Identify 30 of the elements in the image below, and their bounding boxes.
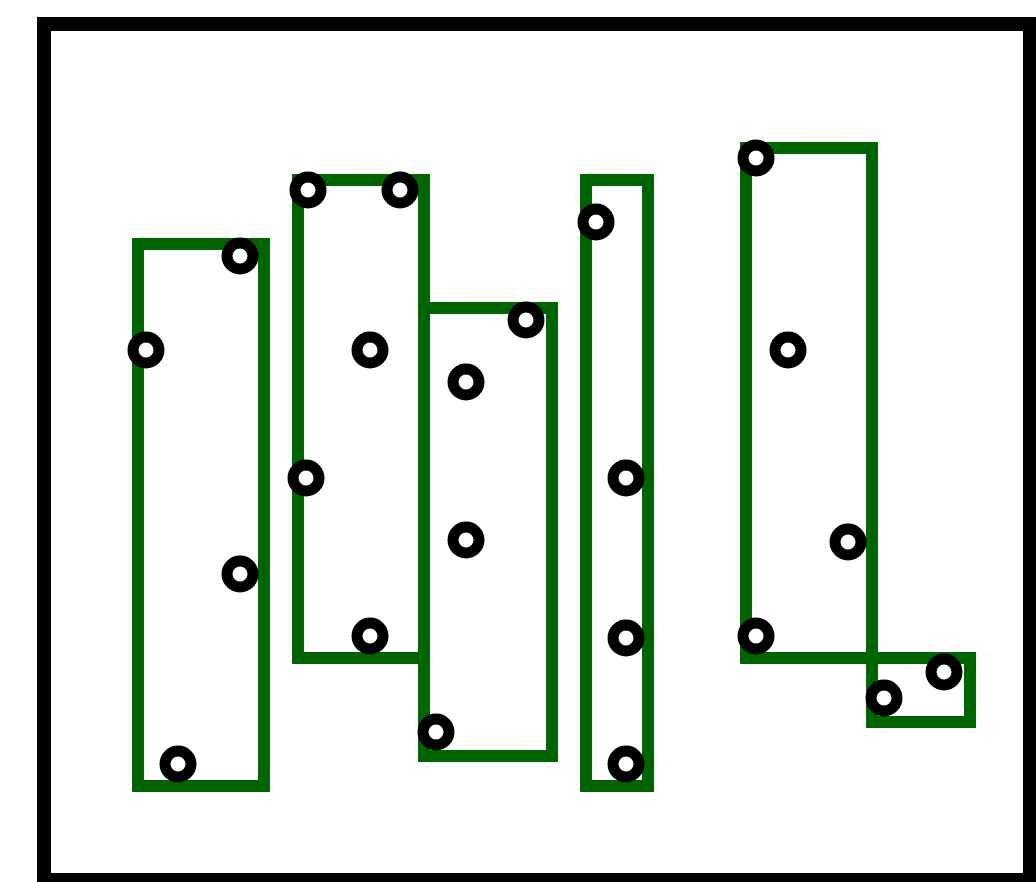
rectangle bbox=[292, 174, 430, 664]
ring-marker bbox=[925, 653, 963, 691]
ring-marker bbox=[351, 331, 389, 369]
ring-marker bbox=[607, 745, 645, 783]
ring-marker bbox=[447, 521, 485, 559]
rectangle bbox=[580, 174, 654, 792]
ring-marker bbox=[221, 555, 259, 593]
ring-marker bbox=[769, 331, 807, 369]
ring-marker bbox=[159, 745, 197, 783]
ring-marker bbox=[127, 331, 165, 369]
frame bbox=[37, 17, 1036, 882]
ring-marker bbox=[829, 523, 867, 561]
ring-marker bbox=[865, 679, 903, 717]
rectangle bbox=[132, 238, 270, 792]
ring-marker bbox=[287, 459, 325, 497]
ring-marker bbox=[607, 619, 645, 657]
ring-marker bbox=[737, 617, 775, 655]
ring-marker bbox=[417, 713, 455, 751]
ring-marker bbox=[351, 617, 389, 655]
ring-marker bbox=[737, 139, 775, 177]
ring-marker bbox=[381, 171, 419, 209]
ring-marker bbox=[221, 237, 259, 275]
rectangle bbox=[418, 302, 558, 762]
ring-marker bbox=[447, 363, 485, 401]
ring-marker bbox=[607, 459, 645, 497]
ring-marker bbox=[577, 203, 615, 241]
rectangle bbox=[740, 142, 878, 664]
rectangle bbox=[866, 652, 976, 728]
ring-marker bbox=[507, 301, 545, 339]
ring-marker bbox=[289, 171, 327, 209]
